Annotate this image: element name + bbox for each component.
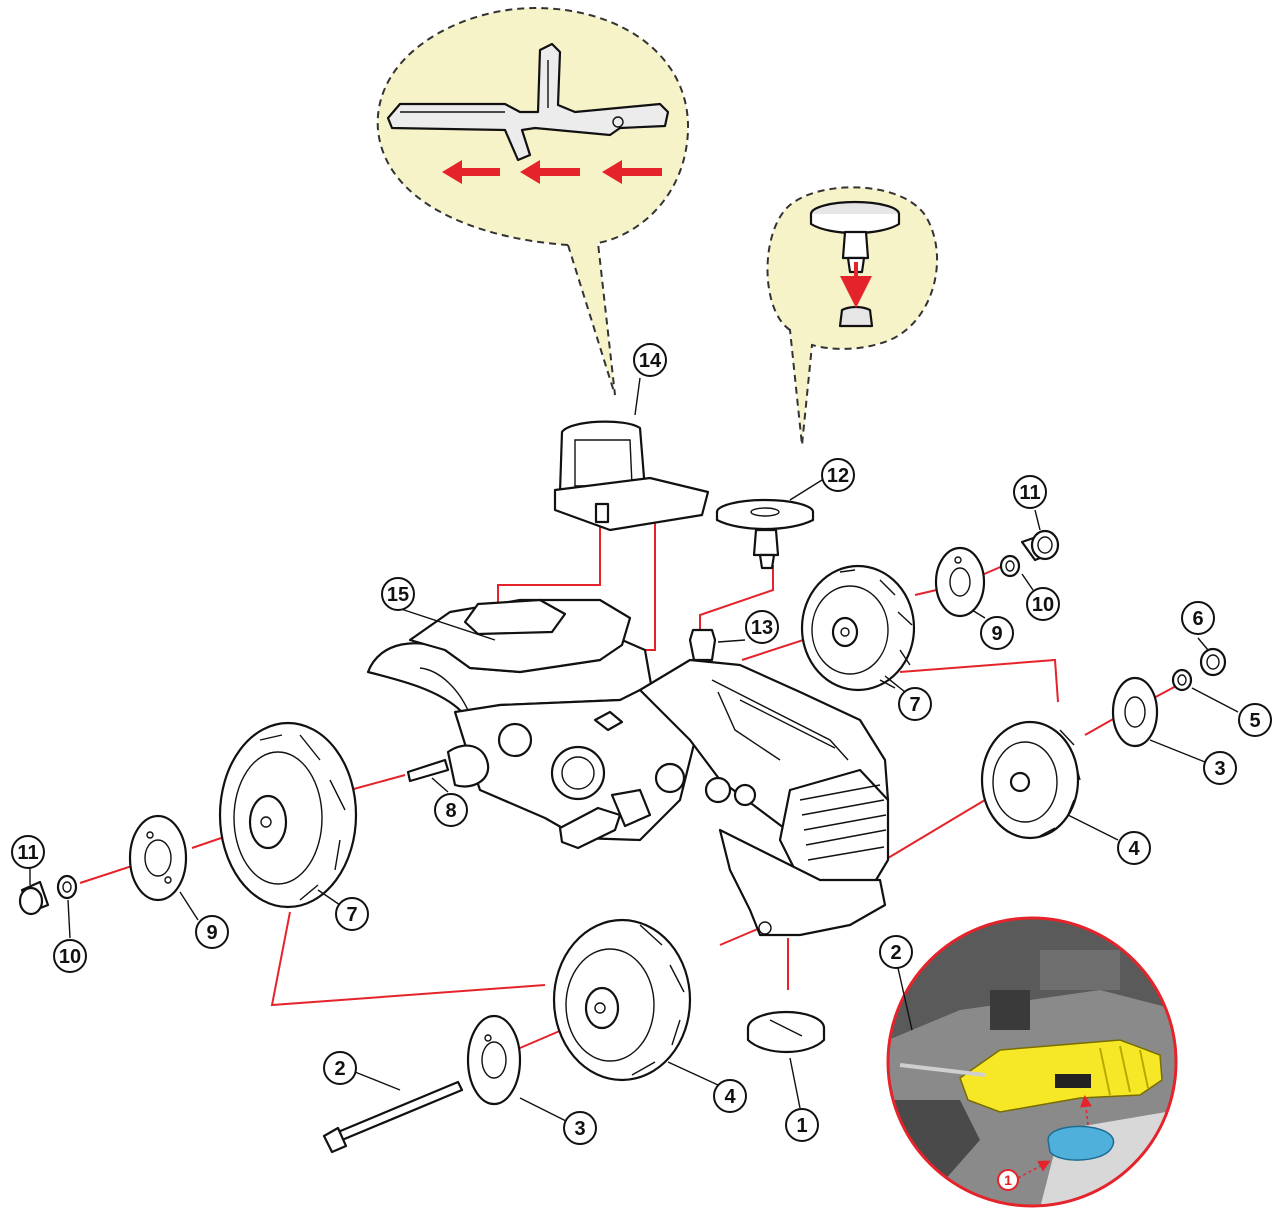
svg-text:14: 14 [639,350,662,372]
svg-text:12: 12 [827,465,849,487]
steering-wheel [715,498,815,570]
svg-text:2: 2 [334,1058,345,1080]
callout-15: 15 [381,577,415,611]
svg-text:9: 9 [206,922,217,944]
inset-callout-1: 1 [997,1169,1019,1191]
fuel-tank [463,598,567,636]
svg-text:9: 9 [991,623,1002,645]
callout-2-axle: 2 [323,1051,357,1085]
svg-text:15: 15 [387,584,409,606]
cap-nut-right [1020,529,1060,562]
callout-11-right: 11 [1013,475,1047,509]
inset-callout-2: 2 [879,935,913,969]
inset-circle-border [886,916,1178,1208]
callout-1: 1 [785,1108,819,1142]
steering-post [688,628,717,662]
nut-6 [1199,647,1227,677]
callout-3-bottom: 3 [563,1111,597,1145]
rear-axle-stub [406,758,450,783]
front-wheel-bottom [552,918,692,1082]
svg-text:10: 10 [1032,594,1054,616]
callout-7-left: 7 [335,897,369,931]
svg-text:8: 8 [445,800,456,822]
svg-text:11: 11 [1019,482,1040,504]
callout-14: 14 [633,343,667,377]
axle-cap [746,1010,826,1054]
steering-detail-bubble [766,186,939,446]
steering-wheel-sketch [809,200,901,328]
hub-cap-bottom [466,1014,522,1106]
callout-8: 8 [434,793,468,827]
seat [553,420,710,532]
arrow-left-icon [442,160,500,184]
black-leader-lines [29,377,1239,1123]
callout-labels: 14 12 11 15 10 6 13 9 7 5 3 8 4 11 7 9 1… [11,343,1272,1145]
svg-text:1: 1 [796,1115,807,1137]
front-grille [778,768,890,892]
rear-wheel-hub-left [550,745,606,801]
arrow-left-icon [602,160,662,184]
callout-9-left: 9 [195,915,229,949]
axle-rod [322,1080,464,1154]
washer-right [999,554,1021,578]
callout-7-right: 7 [898,687,932,721]
callout-10-right: 10 [1026,587,1060,621]
slide-direction-arrows [442,160,662,184]
rear-wheel-left [218,721,358,909]
cap-nut-left [18,880,50,916]
washer-5 [1171,668,1193,692]
svg-text:10: 10 [59,946,81,968]
callout-12: 12 [821,458,855,492]
rear-wheel-right [800,564,916,692]
callout-9-right: 9 [980,616,1014,650]
svg-text:2: 2 [890,942,901,964]
svg-text:5: 5 [1249,710,1260,732]
callout-5: 5 [1238,703,1272,737]
callout-6: 6 [1181,601,1215,635]
highlighted-axle-cap [1047,1125,1115,1161]
svg-text:4: 4 [724,1086,736,1108]
washer-left [56,874,78,900]
svg-text:3: 3 [574,1118,585,1140]
inset-detail: 2 1 [879,916,1178,1208]
hub-cap-right [934,546,986,618]
hub-cap-front-right [1111,676,1159,748]
callout-11-left: 11 [11,835,45,869]
tractor-body [366,598,890,937]
svg-text:3: 3 [1214,758,1225,780]
rear-fender [366,638,654,714]
front-axle-housing [718,828,887,937]
seat-detail-bubble [376,6,690,396]
callout-10-left: 10 [53,939,87,973]
svg-text:6: 6 [1192,608,1203,630]
callout-4-right: 4 [1117,831,1151,865]
svg-text:7: 7 [909,694,920,716]
pedal [558,806,622,850]
svg-text:1: 1 [1004,1172,1012,1188]
svg-text:7: 7 [346,904,357,926]
hub-cap-left [128,814,188,902]
svg-text:11: 11 [17,842,38,864]
front-wheel-right [980,720,1081,840]
seat-rail-sketch [386,42,670,162]
arrow-left-icon [520,160,580,184]
callout-13: 13 [745,610,779,644]
seat-bubble-shape [376,6,690,396]
svg-text:13: 13 [751,617,773,639]
svg-text:4: 4 [1128,838,1140,860]
callout-3-right: 3 [1203,751,1237,785]
callout-4-bottom: 4 [713,1079,747,1113]
